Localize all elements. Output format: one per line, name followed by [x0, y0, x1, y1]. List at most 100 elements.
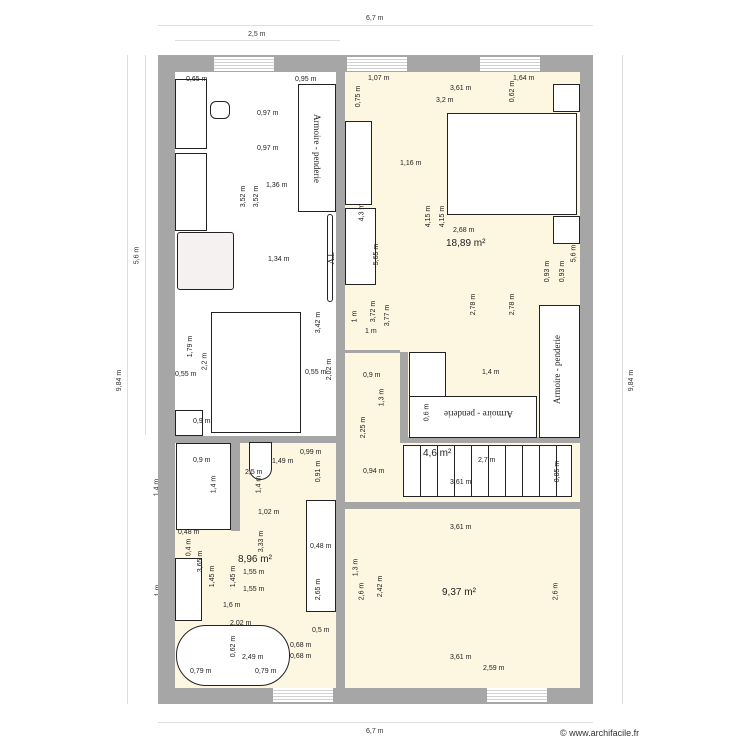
dimension-label: 3,77 m [384, 304, 392, 327]
dim-top-left-room: 2,5 m [248, 31, 266, 38]
dimension-label: 1,45 m [230, 565, 238, 588]
nightstand-master-top[interactable] [553, 84, 580, 112]
staircase[interactable] [403, 445, 572, 497]
watermark: © www.archifacile.fr [560, 728, 640, 738]
dimension-label: 3,61 m [450, 479, 472, 486]
dimension-label: 0,93 m [544, 260, 552, 283]
dimension-line-left-upper [145, 55, 146, 435]
dimension-label: 0,62 m [230, 635, 238, 658]
dimension-label: 3,42 m [315, 311, 323, 334]
dimension-label: 4,15 m [425, 205, 433, 228]
dimension-label: 0,95 m [295, 76, 317, 83]
wall-stairs-top [400, 437, 580, 443]
window-top-left [214, 57, 274, 71]
dimension-label: 2,25 m [360, 416, 368, 439]
dresser-master[interactable] [345, 208, 376, 285]
dimension-label: 2,78 m [470, 293, 478, 316]
bathtub[interactable] [176, 625, 290, 686]
sink-cabinet-master[interactable] [345, 121, 372, 205]
dimension-label: 0,55 m [175, 371, 197, 378]
wall-hall-door [345, 350, 400, 353]
window-top-middle [347, 57, 407, 71]
wall-hall-partition [400, 352, 408, 438]
nightstand-left[interactable] [175, 410, 203, 436]
dimension-label: 1 m [351, 310, 359, 323]
dimension-label: 2,49 m [242, 654, 264, 661]
bench[interactable] [175, 558, 202, 621]
window-top-right [480, 57, 540, 71]
toilet[interactable] [249, 442, 272, 480]
wardrobe-left-label: Armoire - penderie [311, 114, 322, 183]
shower[interactable] [176, 443, 231, 530]
dimension-label: 0,79 m [190, 668, 212, 675]
dimension-label: 2,68 m [453, 227, 475, 234]
window-bottom-right [487, 688, 547, 702]
dimension-label: 1,16 m [400, 160, 422, 167]
dimension-label: 1,55 m [243, 569, 265, 576]
dimension-label: 3,33 m [258, 530, 266, 553]
dimension-label: 0,97 m [257, 145, 279, 152]
desk[interactable] [175, 79, 207, 149]
dimension-label: 0,93 m [559, 260, 567, 283]
dimension-label: 0,9 m [363, 372, 381, 379]
dimension-label: 0,97 m [257, 110, 279, 117]
dimension-label: 1,34 m [268, 256, 290, 263]
armchair[interactable] [177, 232, 234, 290]
dimension-label: 3,61 m [450, 85, 472, 92]
dimension-label: 2,6 m [552, 582, 560, 601]
dimension-label: 1,79 m [187, 335, 195, 358]
dimension-label: 1,02 m [258, 509, 280, 516]
dimension-label: 0,9 m [193, 457, 211, 464]
dimension-label: 0,55 m [305, 369, 327, 376]
dimension-label: 0,62 m [509, 80, 517, 103]
dimension-label: 2,02 m [326, 358, 334, 381]
dimension-label: 1 m [365, 328, 377, 335]
wardrobe-right[interactable] [539, 305, 580, 438]
dimension-label: 0,9 m [193, 418, 211, 425]
shelf-unit[interactable] [409, 352, 446, 397]
wardrobe-right-label: Armoire - penderie [551, 335, 562, 404]
dimension-label: 2,78 m [509, 293, 517, 316]
wardrobe-left[interactable] [298, 84, 336, 212]
room-bedroom-south[interactable] [345, 509, 580, 688]
dimension-label: 1,4 m [255, 475, 263, 494]
wardrobe-bottom[interactable] [409, 396, 537, 438]
wardrobe-bottom-label: Armoire - penderie [444, 409, 513, 419]
dimension-label: 4,15 m [439, 205, 447, 228]
cabinet-left[interactable] [175, 153, 207, 231]
bed-master[interactable] [447, 113, 577, 215]
dim-left-upper: 5,6 m [133, 246, 141, 265]
dimension-label: 2,5 m [245, 469, 263, 476]
dimension-line-bottom [158, 722, 593, 723]
dimension-label: 1,07 m [368, 75, 390, 82]
dimension-label: 0,4 m [185, 538, 193, 557]
bed-left[interactable] [211, 312, 301, 433]
dimension-label: 4,3 m [358, 203, 366, 222]
dimension-label: 0,94 m [363, 468, 385, 475]
dimension-label: 2,02 m [230, 620, 252, 627]
dimension-label: 3,61 m [450, 654, 472, 661]
dimension-label: 3,61 m [450, 524, 472, 531]
dimension-label: 0,48 m [310, 543, 332, 550]
dimension-label: 0,85 m [554, 460, 562, 483]
dimension-label: 0,75 m [355, 85, 363, 108]
dimension-label: 1,49 m [272, 458, 294, 465]
dimension-label: 0,65 m [186, 76, 208, 83]
nightstand-master-bottom[interactable] [553, 216, 580, 244]
desk-chair[interactable] [210, 101, 230, 119]
dim-bottom-total: 6,7 m [366, 728, 384, 735]
dimension-label: 1,45 m [209, 565, 217, 588]
dimension-label: 1,6 m [223, 602, 241, 609]
dimension-label: 3,2 m [436, 97, 454, 104]
dimension-label: 1,64 m [513, 75, 535, 82]
dimension-label: 3,72 m [370, 300, 378, 323]
dimension-label: 2,7 m [478, 457, 496, 464]
wall-shower [231, 443, 240, 531]
dimension-line-top-left [175, 40, 340, 41]
dimension-label: 3,52 m [253, 185, 261, 208]
vanity[interactable] [306, 500, 336, 612]
dim-left-total: 9,84 m [116, 369, 124, 392]
tv-unit[interactable] [327, 214, 333, 302]
dimension-label: 1,4 m [210, 475, 218, 494]
dimension-label: 5,65 m [373, 243, 381, 266]
